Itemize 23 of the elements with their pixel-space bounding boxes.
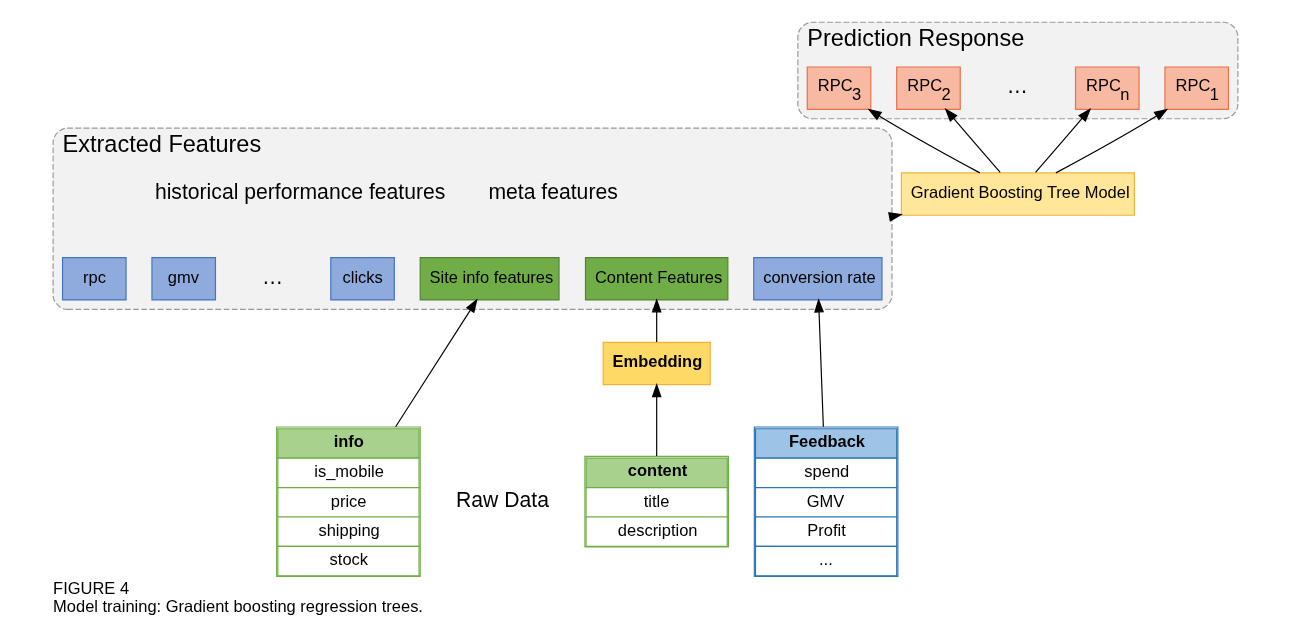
node-box: Content Features [584,257,728,301]
arrow [944,108,1001,173]
label: … [261,264,283,288]
node-box: Gradient Boosting Tree Model [900,172,1135,216]
node-box: rpc [61,257,127,301]
arrow [1034,108,1091,173]
arrow [651,383,662,457]
label: historical performance features [154,180,445,204]
label: Raw Data [455,487,549,511]
node-box: clicks [329,257,395,301]
label: meta features [487,180,618,204]
node-box: Embedding [602,341,711,386]
arrow [651,298,662,343]
arrow [1054,108,1168,174]
node-box: gmv [150,257,216,301]
caption: Model training: Gradient boosting regression trees. [52,596,423,615]
label: … [1006,74,1028,98]
diagram-title: FIGURE 4 [52,579,129,598]
arrow [867,108,980,174]
arrow [394,298,478,428]
node-box: Site info features [419,257,560,301]
arrow [813,298,824,428]
node-box: conversion rate [752,257,883,301]
